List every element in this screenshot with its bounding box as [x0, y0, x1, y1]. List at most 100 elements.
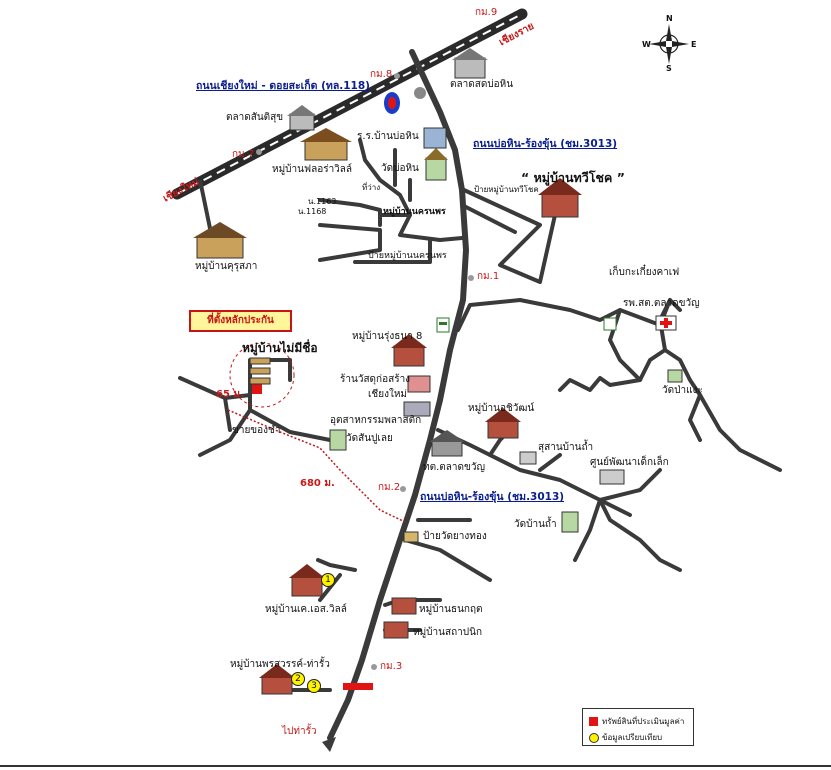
label-hospital: รพ.สต.ตลาดขวัญ — [623, 298, 700, 309]
label-wat-papae: วัดป่าแงะ — [662, 385, 703, 396]
cafe-icon — [603, 317, 617, 331]
temple-icon-bohin — [424, 148, 448, 181]
comparable-marker-3: 3 — [307, 679, 321, 693]
highway-118 — [171, 8, 528, 200]
km-post-2 — [400, 486, 406, 492]
label-ban-atchiwat: หมู่บ้านอชิวัฒน์ — [468, 403, 535, 414]
house-icon-talad-santisuk — [287, 105, 317, 131]
label-talad-santisuk: ตลาดสันติสุข — [226, 112, 284, 123]
house-icon-phonsawan — [259, 664, 295, 695]
label-km3: กม.3 — [380, 661, 403, 672]
compass-w: W — [642, 40, 651, 49]
legend-comparable: ข้อมูลเปรียบเทียบ — [589, 731, 662, 744]
house-icon-ks — [289, 564, 325, 597]
hospital-icon — [655, 315, 677, 331]
house-icon-thaweechok — [538, 178, 582, 218]
label-wat-bohin: วัดบ่อหิน — [381, 163, 419, 174]
label-n1163: น.1163 — [308, 197, 337, 206]
legend-subject: ทรัพย์สินที่ประเมินมูลค่า — [589, 715, 684, 728]
label-learning-center: ศูนย์พัฒนาเด็กเล็ก — [590, 457, 669, 468]
label-wat-banthum: วัดบ้านถ้ำ — [514, 519, 557, 530]
km-post-1 — [468, 275, 474, 281]
km-post-3 — [371, 664, 377, 670]
bottom-divider — [0, 765, 831, 767]
compass-e: E — [691, 40, 697, 49]
legend-subject-swatch — [589, 717, 598, 726]
cemetery-icon — [519, 451, 537, 465]
label-wat-sanpuloei: วัดสันปูเลย — [346, 433, 393, 444]
arrow-to-tharua — [322, 737, 336, 752]
label-ban-thaweechok: “ หมู่บ้านทวีโชค ” — [521, 170, 625, 185]
km-post-8 — [394, 73, 400, 79]
km-posts — [256, 73, 474, 670]
label-ban-sathapanik: หมู่บ้านสถาปนิก — [413, 627, 482, 638]
label-ban-rungthip: หมู่บ้านรุ่งธนา 8 — [352, 331, 423, 342]
label-km2: กม.2 — [378, 482, 401, 493]
house-icon-talad-sadbohin — [452, 48, 488, 79]
km-post-7 — [256, 149, 262, 155]
label-cafe: เก็บกะเกี๋ยงคาเฟ — [609, 267, 680, 278]
office-icon — [429, 430, 465, 457]
label-sign-nakhon: ป้ายหมู่บ้านนครนพร — [368, 251, 447, 261]
label-material-shop: ร้านวัสดุก่อสร้าง — [340, 374, 411, 385]
factory-icon — [403, 401, 431, 417]
label-65m: 65 ม. — [216, 389, 244, 400]
seven-eleven-icon — [436, 317, 450, 333]
label-ban-flora: หมู่บ้านฟลอร่าวิลล์ — [272, 164, 353, 175]
label-school-bohin: ร.ร.บ้านบ่อหิน — [357, 131, 419, 142]
comparable-marker-2: 2 — [291, 672, 305, 686]
house-icon-rungthip — [391, 334, 427, 367]
compass-s: S — [666, 64, 672, 73]
label-km1: กม.1 — [477, 271, 500, 282]
compass-n: N — [666, 14, 673, 23]
house-icon-atchiwat — [485, 408, 521, 439]
main-road-3013 — [327, 49, 469, 741]
label-ban-khurusapha: หมู่บ้านคุรุสภา — [195, 261, 258, 272]
label-n1168: น.1168 — [298, 207, 327, 216]
label-ban-es: หมู่บ้านเค.เอส.วิลล์ — [265, 604, 347, 615]
temple-icon-papae — [667, 369, 683, 383]
school-icon — [423, 127, 447, 149]
house-icon-sathapanik — [383, 621, 409, 639]
label-khai-khong: ขายของชำ — [232, 425, 281, 436]
temple-icon-sanpuloei — [329, 429, 347, 451]
subject-marker-km3 — [343, 683, 373, 690]
label-talad-sadbohin: ตลาดสดบ่อหิน — [450, 79, 514, 90]
label-km9: กม.9 — [475, 7, 498, 18]
house-icons — [193, 48, 683, 695]
label-to-tharua: ไปท่ารั้ว — [282, 726, 317, 737]
legend-comparable-label: ข้อมูลเปรียบเทียบ — [602, 733, 663, 742]
label-ban-thanakrit: หมู่บ้านธนกฤต — [419, 604, 483, 615]
center-icon — [599, 469, 625, 485]
label-sign-wat-yangthong: ป้ายวัดยางทอง — [423, 531, 487, 542]
label-susan: สุสานบ้านถ้ำ — [538, 442, 594, 453]
house-icon-khurusapha — [193, 222, 247, 259]
label-ban-nakhon: หมู่บ้านนครนพร — [383, 207, 446, 217]
legend: ทรัพย์สินที่ประเมินมูลค่า ข้อมูลเปรียบเท… — [582, 708, 694, 746]
label-route3013-mid: ถนนบ่อหิน-ร้องขุ้น (ชม.3013) — [420, 491, 565, 503]
sign-icon-wat-yangthong — [403, 531, 419, 543]
label-680m: 680 ม. — [300, 478, 335, 489]
comparable-marker-1: 1 — [321, 573, 335, 587]
collateral-area-circle — [229, 342, 295, 408]
temple-icon-banthum — [561, 511, 579, 533]
label-highway-118: ถนนเชียงใหม่ - ดอยสะเก็ด (ทล.118) — [196, 80, 370, 92]
label-material-shop2: เชียงใหม่ — [368, 389, 408, 400]
label-tirang: ที่ว่าง — [362, 183, 381, 192]
legend-comparable-swatch — [589, 732, 599, 743]
label-route3013-top: ถนนบ่อหิน-ร้องขุ้น (ชม.3013) — [473, 138, 618, 150]
label-ban-phonsawan: หมู่บ้านพรสวรรค์-ท่ารั้ว — [230, 659, 330, 670]
label-km7: กม.7 — [232, 149, 255, 160]
legend-subject-label: ทรัพย์สินที่ประเมินมูลค่า — [602, 717, 685, 726]
village-houses-unnamed — [249, 357, 271, 385]
label-plastic-factory: อุตสาหกรรมพลาสติก — [330, 415, 422, 426]
route-680m — [227, 409, 406, 523]
label-km8: กม.8 — [370, 69, 393, 80]
collateral-marker — [252, 382, 262, 394]
label-sign-thaweechok: ป้ายหมู่บ้านทวีโชค — [474, 185, 539, 194]
label-talad-khwan-office: ทต.ตลาดขวัญ — [423, 462, 485, 473]
roundabout-icon — [414, 87, 426, 99]
petrol-station-icon — [384, 92, 400, 114]
house-icon-thanakrit — [391, 597, 417, 615]
